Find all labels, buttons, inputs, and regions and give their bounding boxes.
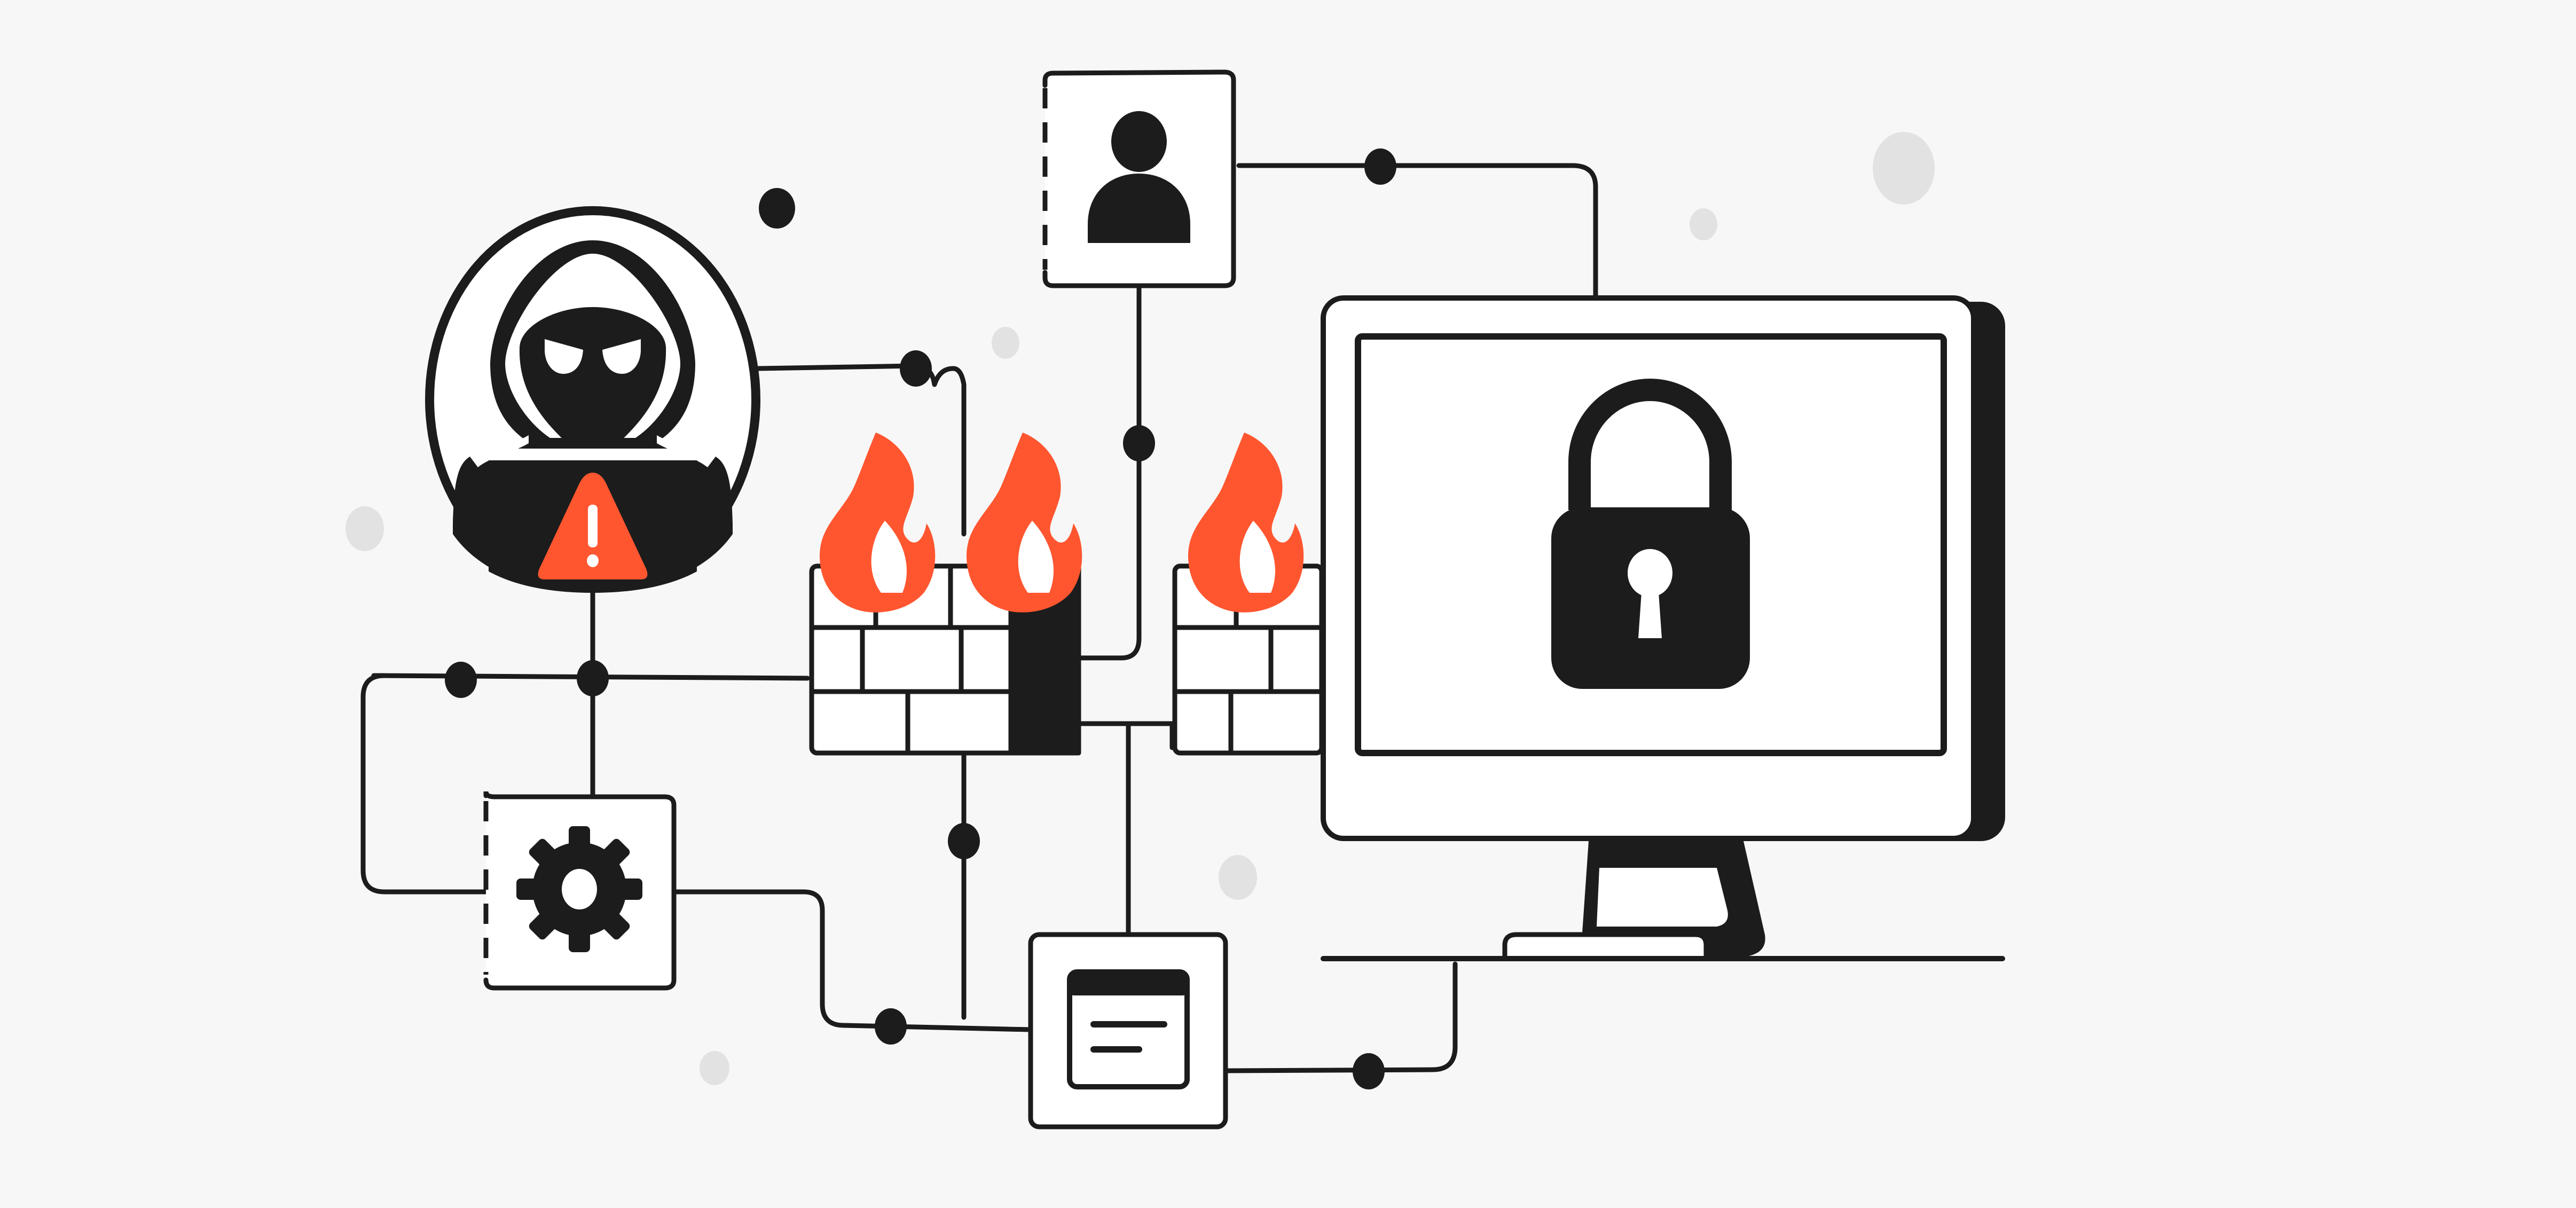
flame-icon <box>1188 433 1304 613</box>
background-dots <box>345 132 1935 1085</box>
fire-icons <box>820 433 1304 613</box>
flame-icon <box>820 433 936 613</box>
monitor-node <box>1321 295 2005 961</box>
flame-icon <box>967 433 1082 613</box>
brick-firewall-icon <box>809 555 1324 756</box>
gear-icon <box>516 826 642 952</box>
user-node <box>1042 69 1236 288</box>
user-icon <box>1088 111 1190 243</box>
hooded-hacker-icon <box>453 240 733 593</box>
warning-triangle-icon <box>538 473 648 579</box>
settings-node <box>483 791 677 991</box>
window-node <box>1028 932 1228 1129</box>
padlock-icon <box>1551 378 1750 689</box>
stray-dots <box>759 188 795 229</box>
hacker-node <box>425 206 760 593</box>
browser-window-icon <box>1067 969 1190 1089</box>
connector-dots <box>445 148 1396 1089</box>
